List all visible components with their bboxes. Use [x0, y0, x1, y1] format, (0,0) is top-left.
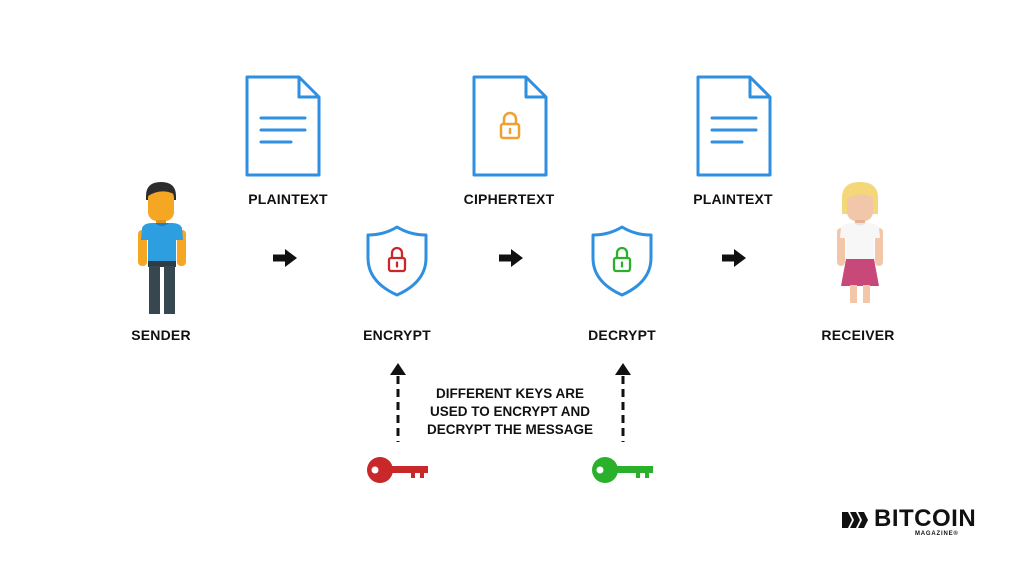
different-keys-note: DIFFERENT KEYS ARE USED TO ENCRYPT AND D…	[400, 385, 620, 439]
decrypt-lock-icon	[612, 246, 632, 273]
encrypt-label: ENCRYPT	[363, 327, 431, 343]
note-line-1: DIFFERENT KEYS ARE	[435, 386, 584, 401]
decrypt-shield-icon	[591, 225, 653, 297]
lock-icon	[499, 111, 521, 140]
bitcoin-magazine-logo: BITCOIN MAGAZINE®	[842, 505, 992, 545]
sender-person-icon	[138, 182, 186, 314]
encrypt-shield-icon	[366, 225, 428, 297]
decrypt-label: DECRYPT	[588, 327, 656, 343]
arrow-right-icon-3	[722, 249, 746, 267]
plaintext-label: PLAINTEXT	[248, 191, 328, 207]
note-line-3: DECRYPT THE MESSAGE	[426, 422, 594, 437]
receiver-person-icon	[837, 182, 883, 303]
decrypt-key-icon	[592, 457, 653, 483]
ciphertext-document-icon	[472, 75, 548, 177]
encrypt-lock-icon	[387, 246, 407, 273]
sender-label: SENDER	[131, 327, 191, 343]
plaintext-document-icon-2	[696, 75, 772, 177]
plaintext-document-icon	[245, 75, 321, 177]
note-line-2: USED TO ENCRYPT AND	[429, 404, 591, 419]
bitcoin-magazine-mark-icon	[842, 512, 868, 528]
ciphertext-label: CIPHERTEXT	[463, 191, 555, 207]
encrypt-key-icon	[367, 457, 428, 483]
brand-name: BITCOIN	[874, 505, 977, 532]
receiver-label: RECEIVER	[821, 327, 895, 343]
plaintext-label-2: PLAINTEXT	[693, 191, 773, 207]
arrow-right-icon-1	[273, 249, 297, 267]
brand-subtitle: MAGAZINE®	[915, 531, 959, 537]
arrow-right-icon-2	[499, 249, 523, 267]
encrypt-key-dashed-arrow	[390, 363, 406, 442]
decrypt-key-dashed-arrow	[615, 363, 631, 442]
